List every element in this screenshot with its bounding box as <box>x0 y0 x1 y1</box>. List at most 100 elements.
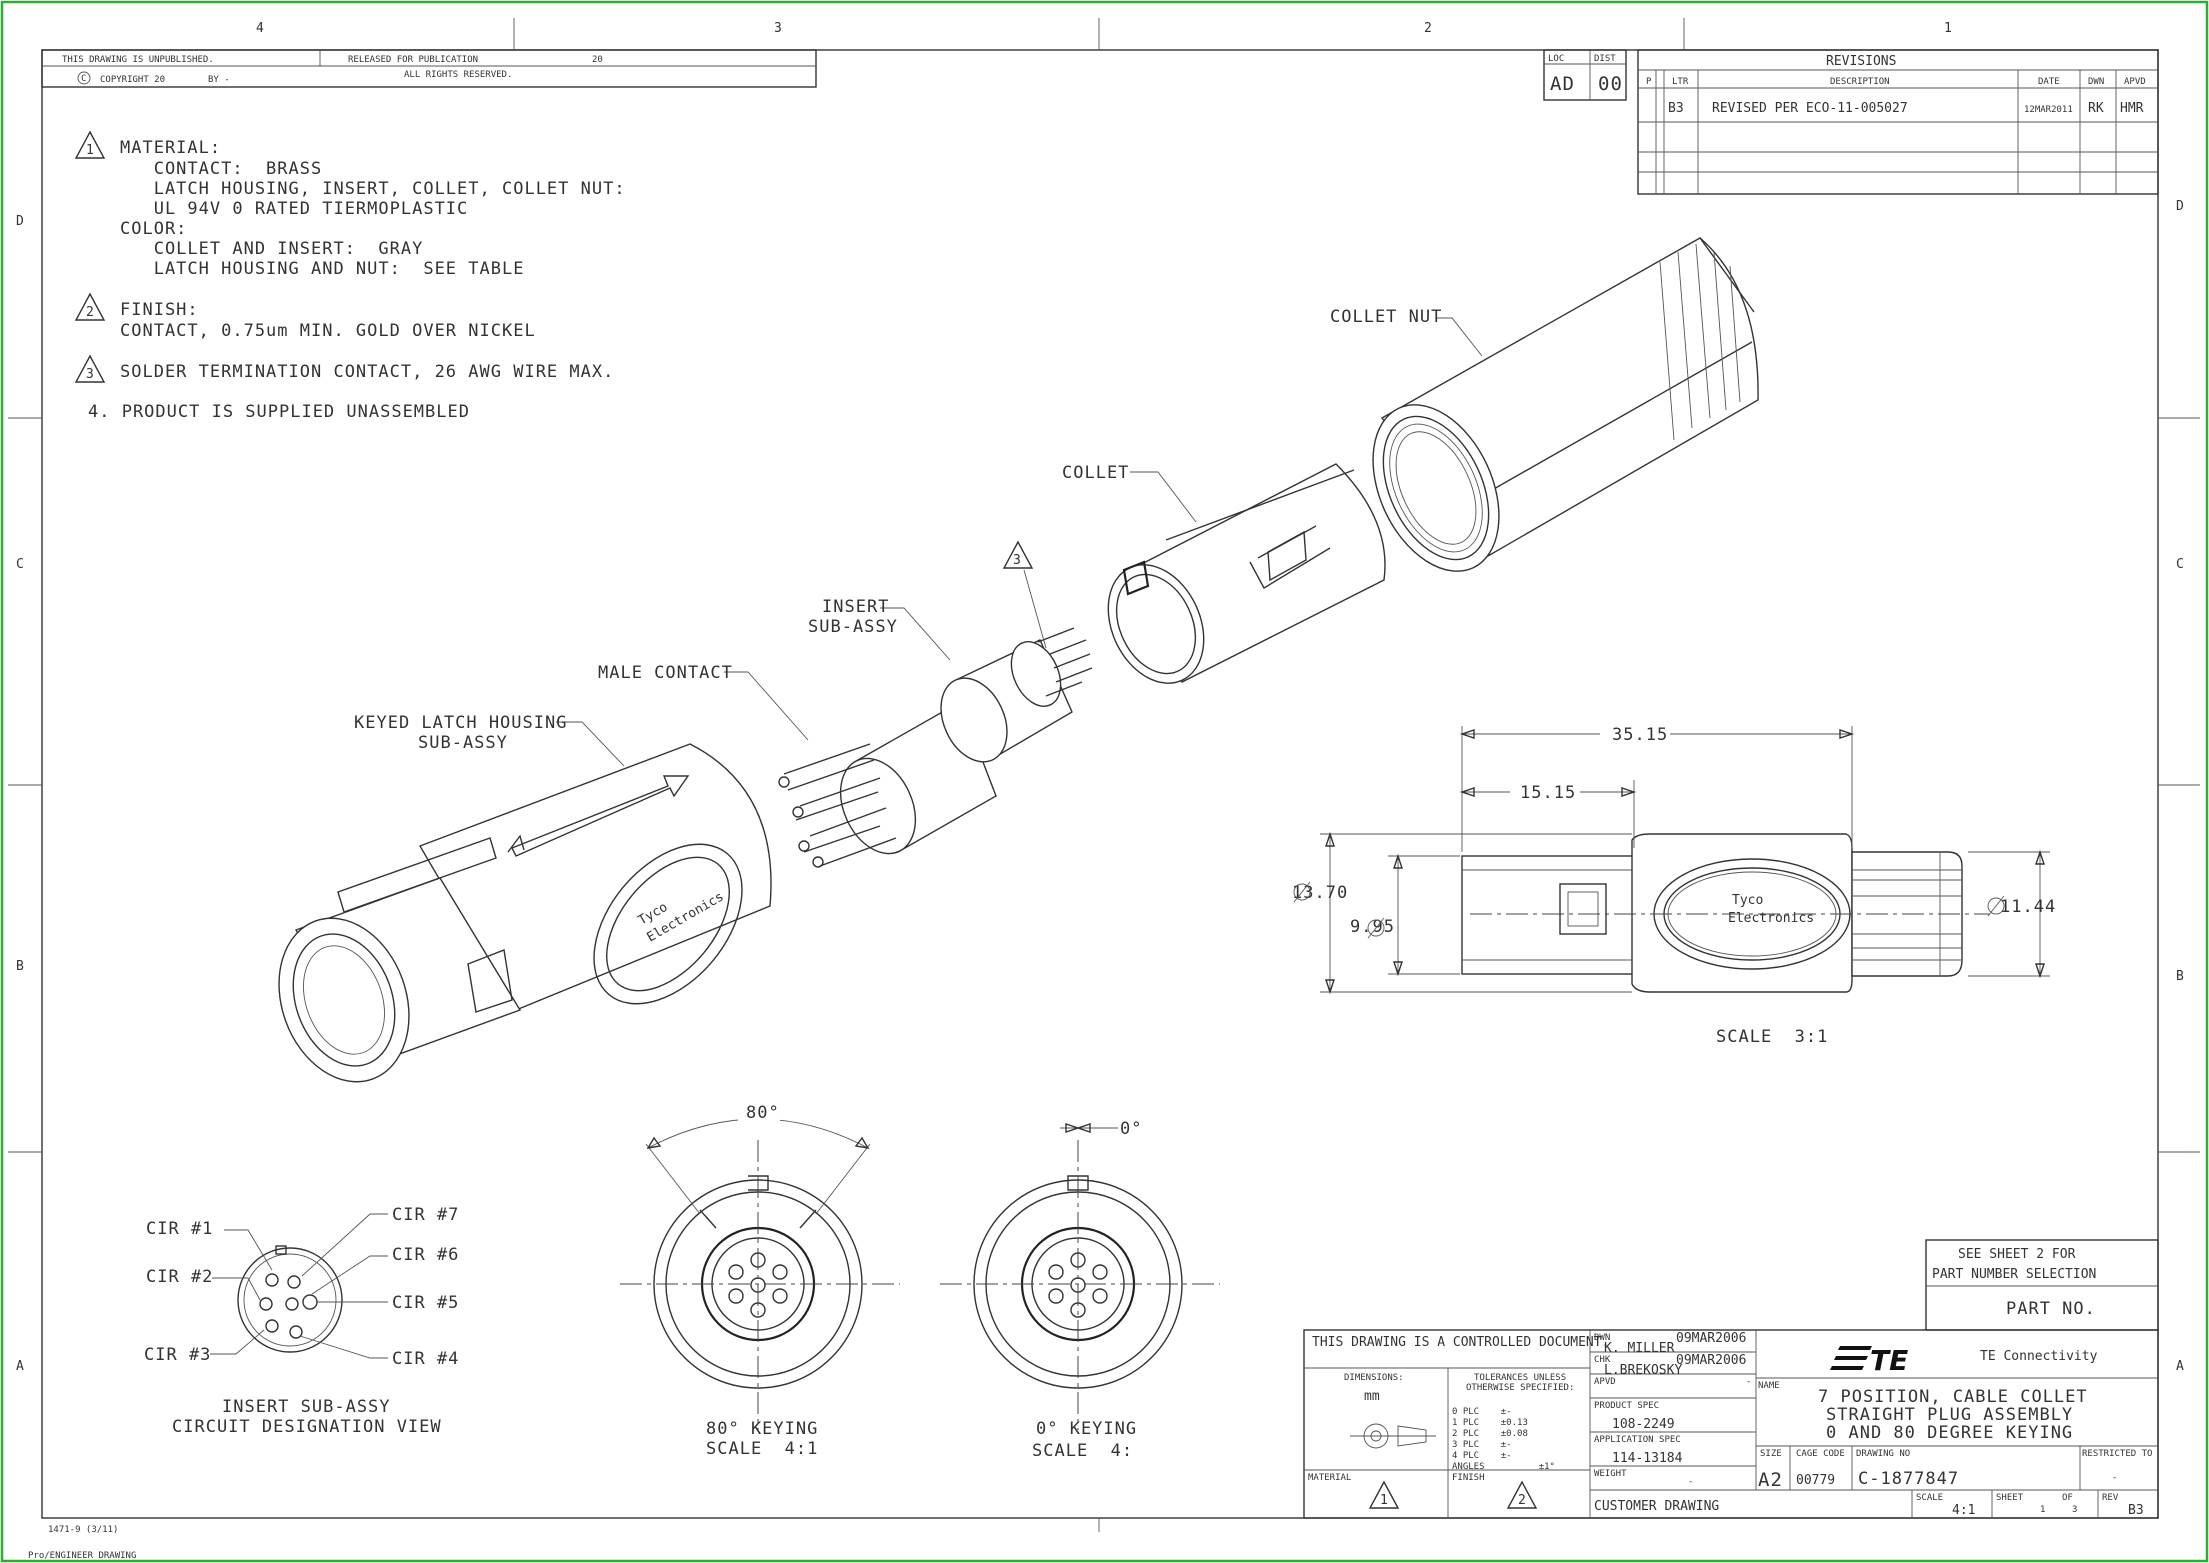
name-label: NAME <box>1758 1381 1780 1391</box>
general-notes: 1 MATERIAL: CONTACT: BRASS LATCH HOUSING… <box>74 130 626 422</box>
copyright-text: COPYRIGHT 20 <box>100 75 165 85</box>
note-1-line-5: COLOR: <box>120 219 187 239</box>
company-name: TE Connectivity <box>1980 1349 2098 1364</box>
note-flag-3 <box>74 354 106 383</box>
rev-row-apvd: HMR <box>2120 101 2144 116</box>
tol-row-4: 4 PLC ±- <box>1452 1451 1512 1461</box>
title-line-1: 7 POSITION, CABLE COLLET <box>1818 1387 2088 1407</box>
collet-nut-part <box>1372 237 1759 572</box>
rev-row-date: 12MAR2011 <box>2024 105 2073 115</box>
keying-80-view: 80° 80° KEYING SCALE 4:1 <box>620 1100 900 1459</box>
dim-housing-length: 15.15 <box>1520 783 1576 803</box>
side-view-scale: SCALE 3:1 <box>1716 1027 1828 1047</box>
cir-4-label: CIR #4 <box>392 1349 459 1369</box>
loc-value: AD <box>1550 73 1575 95</box>
form-number: 1471-9 (3/11) <box>48 1525 118 1535</box>
cage-label: CAGE CODE <box>1796 1449 1845 1459</box>
tol-row-3: 3 PLC ±- <box>1452 1440 1512 1450</box>
dimensions-label: DIMENSIONS: <box>1344 1373 1404 1383</box>
zone-row-a-left: A <box>16 1359 24 1374</box>
tol-row-2: 2 PLC ±0.08 <box>1452 1429 1528 1439</box>
svg-text:3: 3 <box>86 367 94 382</box>
note-flag-1 <box>74 130 106 159</box>
finish-label: FINISH <box>1452 1473 1485 1483</box>
callout-leaders <box>556 317 1483 767</box>
finish-flag: 2 <box>1518 1493 1526 1508</box>
svg-text:1: 1 <box>86 143 94 158</box>
svg-text:2: 2 <box>86 305 94 320</box>
sheet-value: 1 <box>2040 1505 2045 1515</box>
cir-5-label: CIR #5 <box>392 1293 459 1313</box>
rev-col-date: DATE <box>2038 77 2060 87</box>
zone-col-1: 1 <box>1944 21 1952 36</box>
apvd-value: - <box>1746 1377 1751 1387</box>
rev-col-dwn: DWN <box>2088 77 2104 87</box>
rev-col-apvd: APVD <box>2124 77 2146 87</box>
dim-dia-nut: 11.44 <box>2000 897 2056 917</box>
zone-row-b-right: B <box>2176 969 2184 984</box>
note-2-line-1: FINISH: <box>120 300 199 320</box>
circuit-designation-view: CIR #1 CIR #2 CIR #3 CIR #4 CIR #5 CIR #… <box>144 1205 459 1437</box>
see-sheet-1: SEE SHEET 2 FOR <box>1958 1247 2076 1262</box>
zone-col-2: 2 <box>1424 21 1432 36</box>
revisions-table: REVISIONS P LTR DESCRIPTION DATE DWN APV… <box>1637 49 2159 195</box>
rev-col-p: P <box>1646 77 1652 87</box>
zone-row-d-right: D <box>2176 199 2184 214</box>
dim-dia-large: 13.70 <box>1292 883 1348 903</box>
tolerances-label-2: OTHERWISE SPECIFIED: <box>1466 1383 1574 1393</box>
app-spec-label: APPLICATION SPEC <box>1594 1435 1681 1445</box>
tol-row-0: 0 PLC ±- <box>1452 1407 1512 1417</box>
callout-male-contact: MALE CONTACT <box>598 663 733 683</box>
keying-80-angle: 80° <box>746 1103 780 1123</box>
callout-collet: COLLET <box>1062 463 1129 483</box>
exploded-assembly-view: Tyco Electronics COLLET NUT COLLET 3 INS… <box>278 237 1759 1083</box>
dwn-label: DWN <box>1594 1333 1610 1343</box>
keying-80-scale: SCALE 4:1 <box>706 1439 818 1459</box>
rights-text: ALL RIGHTS RESERVED. <box>404 70 512 80</box>
keying-0-angle: 0° <box>1120 1119 1142 1139</box>
rev-row-ltr: B3 <box>1668 101 1684 116</box>
dim-dia-small: 9.95 <box>1350 917 1395 937</box>
unpublished-text: THIS DRAWING IS UNPUBLISHED. <box>62 55 214 65</box>
note-1-line-3: LATCH HOUSING, INSERT, COLLET, COLLET NU… <box>120 179 626 199</box>
loc-dist-block: LOC AD DIST 00 <box>1543 49 1627 101</box>
rev-row-dwn: RK <box>2088 101 2104 116</box>
zone-row-a-right: A <box>2176 1359 2184 1374</box>
male-contact-pins <box>778 743 897 868</box>
tol-row-1: 1 PLC ±0.13 <box>1452 1418 1528 1428</box>
callout-keyed-2: SUB-ASSY <box>418 733 508 753</box>
callout-collet-nut: COLLET NUT <box>1330 307 1442 327</box>
rev-label: REV <box>2102 1493 2119 1503</box>
size-label: SIZE <box>1760 1449 1782 1459</box>
zone-row-b-left: B <box>16 959 24 974</box>
product-spec-label: PRODUCT SPEC <box>1594 1401 1659 1411</box>
cir-1-label: CIR #1 <box>146 1219 213 1239</box>
rev-col-ltr: LTR <box>1672 77 1689 87</box>
rev-value: B3 <box>2128 1503 2144 1518</box>
software-footer: Pro/ENGINEER DRAWING <box>28 1551 136 1561</box>
callout-note-3-flag: 3 <box>1013 553 1021 568</box>
weight-value: - <box>1688 1477 1693 1487</box>
circuit-title-2: CIRCUIT DESIGNATION VIEW <box>172 1417 442 1437</box>
scale-value: 4:1 <box>1952 1503 1975 1518</box>
apvd-label: APVD <box>1594 1377 1616 1387</box>
publication-header: THIS DRAWING IS UNPUBLISHED. RELEASED FO… <box>41 49 817 88</box>
controlled-doc-text: THIS DRAWING IS A CONTROLLED DOCUMENT. <box>1312 1335 1609 1350</box>
side-view: Tyco Electronics <box>1292 722 2056 1047</box>
circuit-title-1: INSERT SUB-ASSY <box>222 1397 391 1417</box>
tol-row-5: ANGLES ±1° <box>1452 1462 1555 1472</box>
scale-label: SCALE <box>1916 1493 1943 1503</box>
customer-drawing: CUSTOMER DRAWING <box>1594 1499 1719 1514</box>
of-value: 3 <box>2072 1505 2077 1515</box>
part-number-box: SEE SHEET 2 FOR PART NUMBER SELECTION PA… <box>1925 1239 2159 1331</box>
units-value: mm <box>1364 1389 1380 1404</box>
te-logo: TE <box>1830 1344 1908 1377</box>
note-2-line-2: CONTACT, 0.75um MIN. GOLD OVER NICKEL <box>120 321 536 341</box>
cir-2-label: CIR #2 <box>146 1267 213 1287</box>
zone-row-d-left: D <box>16 214 24 229</box>
chk-label: CHK <box>1594 1355 1611 1365</box>
note-1-line-7: LATCH HOUSING AND NUT: SEE TABLE <box>120 259 524 279</box>
rev-col-description: DESCRIPTION <box>1830 77 1890 87</box>
tolerances-label-1: TOLERANCES UNLESS <box>1474 1373 1566 1383</box>
zone-row-c-right: C <box>2176 557 2184 572</box>
